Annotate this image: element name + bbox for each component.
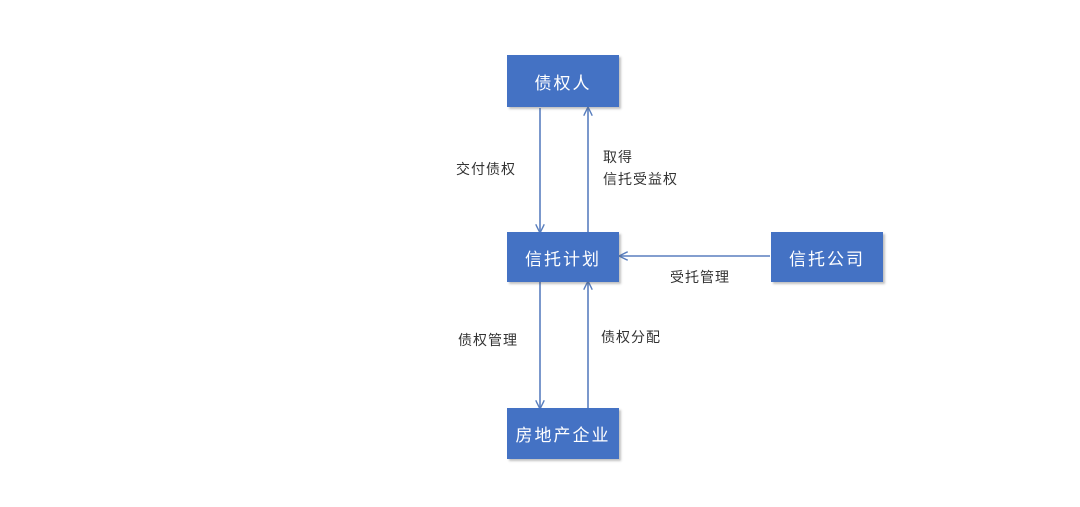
- edge-label-obtain-line2: 信托受益权: [603, 172, 678, 188]
- edge-label-obtain-line1: 取得: [603, 150, 633, 166]
- node-creditor: 债权人: [507, 55, 619, 107]
- edge-label-claim-management: 债权管理: [458, 333, 518, 349]
- edge-label-claim-distribution: 债权分配: [601, 330, 661, 346]
- edge-label-deliver-claim: 交付债权: [456, 162, 516, 178]
- node-trust-company-label: 信托公司: [789, 249, 865, 270]
- edge-label-entrusted-management: 受托管理: [670, 270, 730, 286]
- node-trust-company: 信托公司: [771, 232, 883, 282]
- node-trust-plan-label: 信托计划: [525, 249, 601, 270]
- node-real-estate-label: 房地产企业: [515, 426, 611, 446]
- node-real-estate: 房地产企业: [507, 408, 619, 459]
- node-creditor-label: 债权人: [534, 73, 592, 94]
- node-trust-plan: 信托计划: [507, 232, 619, 282]
